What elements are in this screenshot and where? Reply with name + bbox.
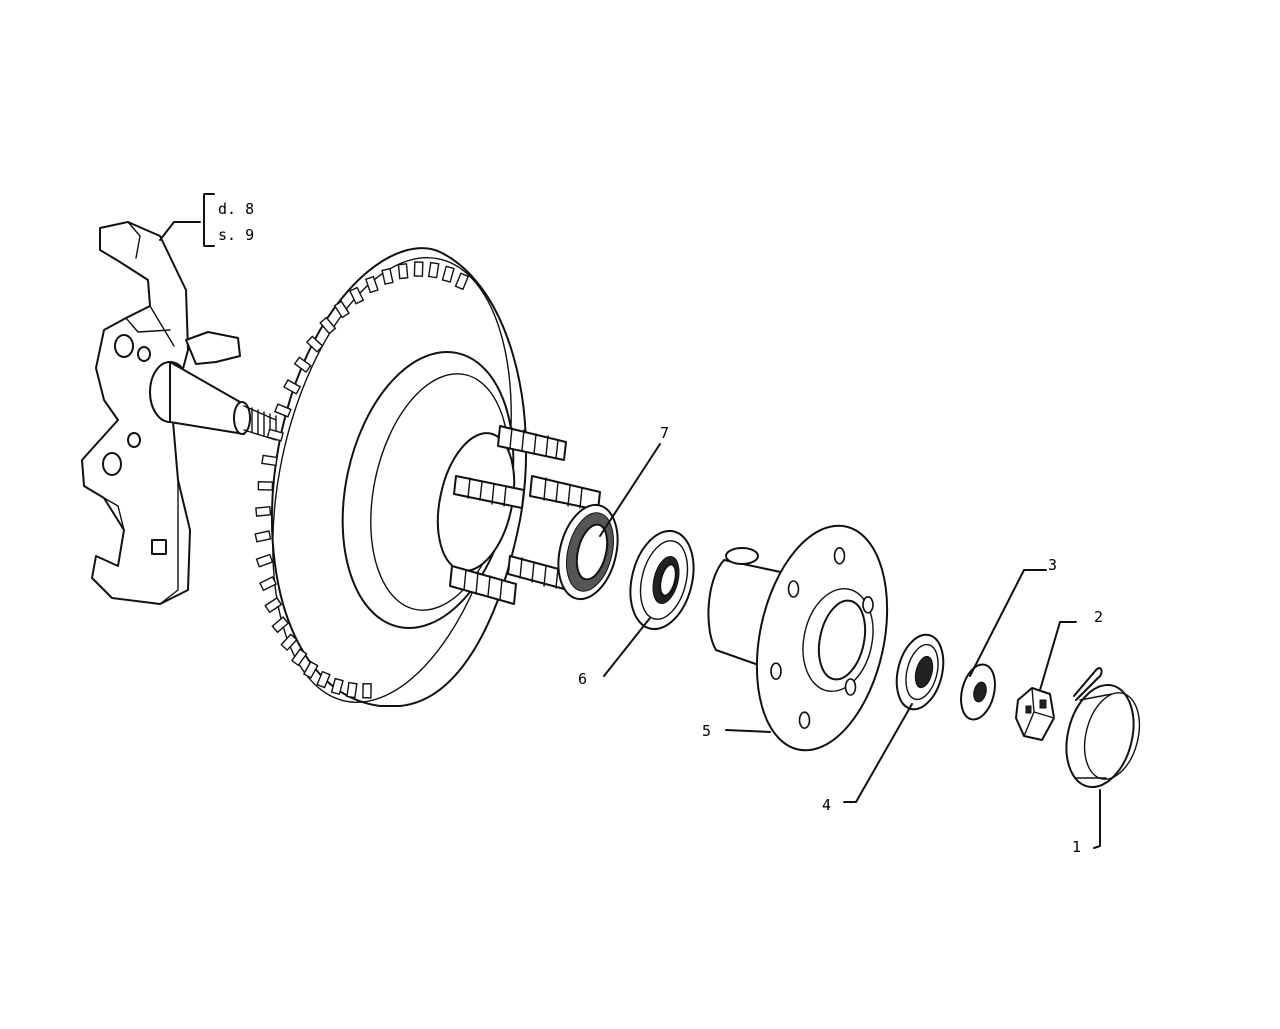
disc-vent-slot	[255, 553, 274, 568]
hub-bolt-hole	[770, 662, 782, 681]
hub-bolt-hole	[862, 595, 874, 614]
disc-vent-slot	[316, 670, 331, 689]
disc-vent-slot	[293, 356, 312, 374]
callout-2: 2	[1094, 608, 1103, 626]
callout-4: 4	[822, 796, 831, 814]
callout-3: 3	[1048, 556, 1057, 574]
part-4-outer-bearing	[895, 633, 945, 711]
disc-vent-slot	[264, 596, 283, 614]
hub-bolt-hole	[798, 711, 811, 730]
disc-vent-slot	[427, 261, 440, 279]
part-7-seal	[557, 503, 619, 601]
disc-vent-slot	[255, 505, 272, 517]
part-1-hub-cap	[1065, 683, 1141, 789]
part-6-inner-bearing	[629, 529, 695, 631]
disc-vent-slot	[290, 648, 308, 667]
part-5-hub	[707, 524, 889, 752]
part-3-washer	[960, 663, 996, 721]
disc-vent-slot	[348, 286, 365, 305]
disc-vent-slot	[413, 261, 424, 277]
wheel-studs	[449, 425, 601, 605]
callout-labels: 7 6 5 4 3 2 1 d. 8 s. 9	[218, 200, 1103, 856]
disc-vent-slot	[273, 403, 292, 418]
steering-knuckle	[81, 221, 277, 605]
disc-vent-slot	[283, 379, 302, 395]
disc-vent-slot	[305, 335, 324, 353]
hub-bolt-hole	[844, 678, 857, 696]
callout-right-knuckle: d. 8	[218, 200, 254, 218]
disc-vent-slot	[441, 265, 455, 283]
disc-vent-slot	[362, 683, 372, 699]
callout-7: 7	[660, 424, 669, 442]
disc-vent-slot	[454, 272, 470, 291]
disc-vent-slot	[271, 616, 290, 634]
brake-disc	[254, 247, 601, 707]
callout-left-knuckle: s. 9	[218, 226, 254, 244]
hub-bolt-hole	[833, 546, 846, 565]
disc-vent-slot	[257, 481, 274, 491]
disc-vent-slot	[280, 633, 298, 652]
disc-vent-slot	[333, 300, 350, 319]
disc-vent-slot	[302, 660, 319, 679]
hub-bolt-hole	[787, 580, 800, 598]
disc-vent-slot	[259, 575, 277, 592]
leader-lines	[159, 193, 1101, 849]
disc-vent-slot	[346, 681, 358, 699]
disc-vent-slot	[330, 677, 344, 696]
disc-vent-slot	[381, 267, 394, 285]
disc-vent-slot	[266, 428, 284, 442]
disc-vents	[254, 261, 470, 699]
disc-vent-slot	[261, 454, 278, 467]
disc-vent-slot	[254, 530, 272, 543]
disc-vent-slot	[364, 275, 379, 294]
callout-1: 1	[1072, 838, 1081, 856]
callout-6: 6	[578, 670, 587, 688]
disc-vent-slot	[319, 316, 337, 335]
part-2-castle-nut	[1015, 667, 1103, 741]
disc-vent-slot	[397, 263, 409, 280]
callout-5: 5	[702, 722, 711, 740]
hub-bolt-holes	[770, 546, 874, 730]
